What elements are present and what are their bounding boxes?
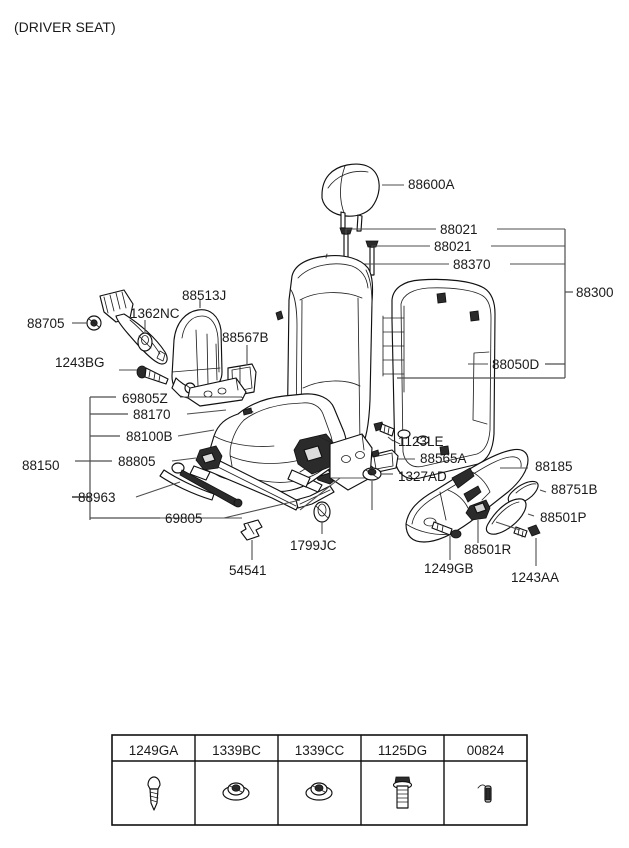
part-recliner-lever-88513J [171, 309, 223, 392]
part-knob-88501R [465, 499, 491, 521]
callout-label-88705: 88705 [27, 316, 65, 331]
callout-label-88501P: 88501P [540, 510, 587, 525]
callout-label-1327AD: 1327AD [398, 469, 447, 484]
callout-label-69805Z: 69805Z [122, 391, 168, 406]
part-clip-54541 [240, 519, 263, 541]
callout-label-88185: 88185 [535, 459, 573, 474]
legend-part-no-3: 1125DG [378, 743, 427, 758]
callout-label-54541: 54541 [229, 563, 267, 578]
legend-part-no-2: 1339CC [295, 743, 345, 758]
flange-bolt-icon [392, 776, 413, 809]
callout-label-88565A: 88565A [420, 451, 467, 466]
part-bolt-1243AA [513, 524, 541, 538]
callout-label-88150: 88100B [126, 429, 173, 444]
part-nut-1362NC [137, 332, 153, 352]
part-clip-plate-69805Z [187, 377, 247, 407]
part-bolt-1123LE [373, 421, 395, 437]
part-headrest-88600A [321, 163, 380, 232]
part-height-rod-88963 [171, 462, 243, 508]
page-title: (DRIVER SEAT) [14, 19, 116, 35]
part-track-adjuster-left [189, 445, 223, 481]
part-cap-88751B [507, 480, 539, 505]
callout-label-88170: 88170 [133, 407, 171, 422]
callout-label-1362NC: 1362NC [130, 306, 180, 321]
callout-label-88300: 88300 [576, 285, 614, 300]
part-seat-belt-buckle-88705 [99, 289, 168, 365]
callout-label-88805: 88805 [118, 454, 156, 469]
callout-label-1799JC: 1799JC [290, 538, 337, 553]
callout-label-88751B: 88751B [551, 482, 598, 497]
callout-label-88021-upper: 88021 [440, 222, 478, 237]
callout-label-88600A: 88600A [408, 177, 455, 192]
callout-label-88370: 88370 [453, 257, 491, 272]
callout-label-1249GB: 1249GB [424, 561, 474, 576]
callout-label-69805: 69805 [165, 511, 203, 526]
part-grommet-1327AD [362, 467, 382, 481]
legend-part-no-1: 1339BC [212, 743, 261, 758]
part-screw-1249GB [431, 521, 462, 539]
flange-nut-icon-2 [305, 782, 333, 801]
callout-label-88100B: 88150 [22, 458, 60, 473]
callout-label-88567B: 88567B [222, 330, 269, 345]
part-grommet-1799JC [313, 501, 331, 523]
callout-label-88513J: 88513J [182, 288, 226, 303]
legend-table: 1249GA 1339BC 1339CC [111, 734, 528, 826]
callout-label-88501R: 88501R [464, 542, 512, 557]
callout-label-1123LE: 1123LE [398, 434, 444, 449]
legend-part-no-4: 00824 [467, 743, 505, 758]
callout-label-88021-lower: 88021 [434, 239, 472, 254]
part-seat-track-88805 [159, 433, 337, 511]
callout-label-88963: 88963 [78, 490, 116, 505]
flange-nut-icon-1 [222, 782, 250, 801]
part-track-adjuster-right [287, 433, 337, 488]
part-bolt-1243BG [136, 365, 169, 385]
pin-icon [477, 784, 492, 803]
tapping-screw-icon [147, 776, 161, 811]
legend-part-no-0: 1249GA [129, 743, 179, 758]
part-knob-88501P [485, 498, 527, 535]
callout-label-1243BG: 1243BG [55, 355, 105, 370]
callout-label-1243AA: 1243AA [511, 570, 559, 585]
part-outer-shield-88185 [405, 448, 529, 543]
part-washer-88705 [86, 315, 102, 331]
callout-label-88050D: 88050D [492, 357, 540, 372]
